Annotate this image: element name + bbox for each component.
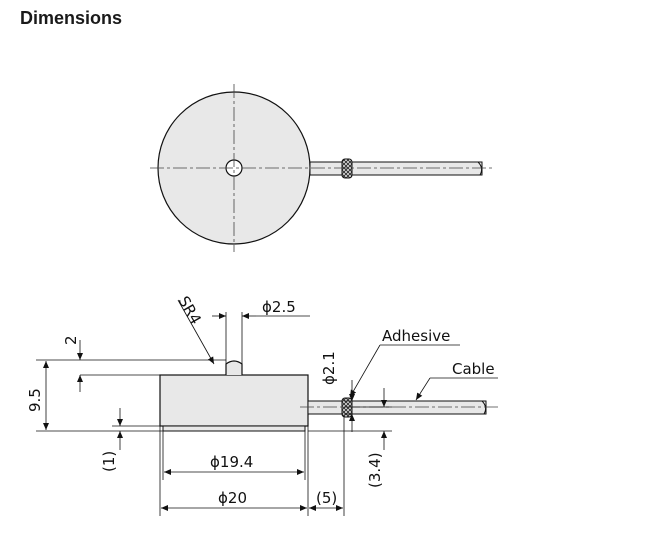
cable-sleeve-side <box>307 400 345 415</box>
pin-side <box>225 360 243 375</box>
cable-height-label: (3.4) <box>366 452 384 488</box>
cable-label: Cable <box>452 360 495 378</box>
sensor-base-side <box>162 425 306 432</box>
total-height-label: 9.5 <box>26 388 44 412</box>
adhesive-label: Adhesive <box>382 327 450 345</box>
outer-diameter-label: ϕ20 <box>218 489 247 507</box>
pin-diameter-label: ϕ2.5 <box>262 298 296 316</box>
cable-diameter-label: ϕ2.1 <box>320 351 338 385</box>
cable-sleeve-top <box>309 161 345 176</box>
bottom-offset-label: (1) <box>100 451 118 472</box>
sr-label: SR4 <box>175 293 205 328</box>
boss-height-label: 2 <box>62 335 80 345</box>
cable-side <box>351 400 487 415</box>
cable-top <box>351 161 483 176</box>
adhesive-top <box>341 158 353 179</box>
page-title: Dimensions <box>20 8 123 28</box>
top-view <box>150 84 495 252</box>
side-view <box>36 299 500 516</box>
sensor-body-side <box>159 374 309 427</box>
cable-exit-label: (5) <box>316 489 337 507</box>
inner-diameter-label: ϕ19.4 <box>210 453 253 471</box>
